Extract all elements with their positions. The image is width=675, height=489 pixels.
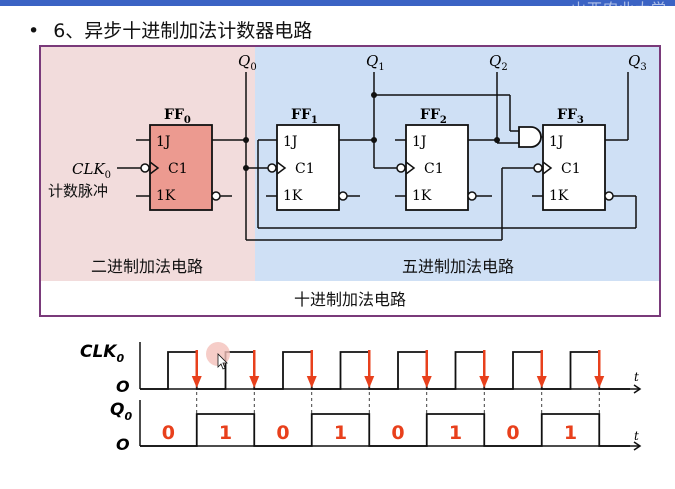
- q0-state-label: 1: [564, 422, 577, 444]
- clk-t-label: t: [634, 370, 639, 384]
- timing-diagram: CLK0 O Q0 O t t 0 1 0 1 0 1 0 1: [80, 342, 642, 454]
- ff0-block: FF0 1J C1 1K: [149, 107, 213, 211]
- quinary-region-label: 五进制加法电路: [402, 257, 514, 276]
- ff0-title: FF0: [164, 107, 191, 126]
- q2-output-label: Q2: [489, 52, 508, 73]
- qbar-bubbles: [211, 191, 614, 201]
- q3-output-label: Q3: [628, 52, 647, 73]
- timing-waves: 0 1 0 1 0 1 0 1: [140, 350, 630, 447]
- ff0-c-label: C1: [168, 161, 188, 177]
- clk-wave-label: CLK0: [80, 342, 124, 365]
- q0-waveform: [140, 413, 630, 447]
- falling-edge-arrowhead: [249, 376, 260, 388]
- q0-t-label: t: [634, 429, 639, 443]
- ff1-box: [276, 124, 340, 211]
- ff3-box: [542, 124, 606, 211]
- falling-edge-arrowhead: [191, 376, 202, 388]
- q0-zero-label: O: [116, 435, 130, 454]
- clk-input-label: CLK0: [72, 160, 111, 181]
- falling-edge-arrowhead: [536, 376, 547, 388]
- binary-region-label: 二进制加法电路: [91, 257, 203, 276]
- q0-state-label: 0: [162, 422, 175, 444]
- falling-edge-arrowhead: [364, 376, 375, 388]
- q0-output-label: Q0: [238, 52, 257, 73]
- ff3-block: FF3 1J C1 1K: [542, 107, 606, 211]
- ff3-k-label: 1K: [549, 188, 569, 204]
- junction-dots: [243, 92, 500, 171]
- ff3-c-label: C1: [561, 161, 581, 177]
- clk-waveform: [140, 351, 630, 390]
- q0-state-label: 0: [391, 422, 404, 444]
- ff2-k-label: 1K: [412, 188, 432, 204]
- binary-region: [40, 46, 255, 281]
- watermark-text: 山西农业大学: [570, 0, 667, 18]
- bullet-mark: •: [28, 20, 40, 42]
- ff0-box: [149, 124, 213, 211]
- ff1-j-label: 1J: [283, 134, 298, 150]
- ff1-title: FF1: [291, 107, 318, 126]
- ff2-c-label: C1: [424, 161, 444, 177]
- slide-top-bar: [0, 0, 675, 6]
- decimal-region: [40, 281, 660, 316]
- outer-frame: [39, 45, 661, 317]
- falling-edge-arrowhead: [421, 376, 432, 388]
- q0-state-label: 1: [334, 422, 347, 444]
- ff0-k-label: 1K: [156, 188, 176, 204]
- ff3-title: FF3: [557, 107, 584, 126]
- ff1-block: FF1 1J C1 1K: [276, 107, 340, 211]
- decimal-region-label: 十进制加法电路: [294, 290, 406, 309]
- ff1-c-label: C1: [295, 161, 315, 177]
- ff2-box: [405, 124, 469, 211]
- ff1-k-label: 1K: [283, 188, 303, 204]
- q0-state-label: 1: [219, 422, 232, 444]
- q1-output-label: Q1: [366, 52, 385, 73]
- falling-edge-arrowhead: [479, 376, 490, 388]
- slide-title: 6、异步十进制加法计数器电路: [53, 20, 313, 42]
- falling-edge-arrowhead: [594, 376, 605, 388]
- q0-state-label: 0: [276, 422, 289, 444]
- clk-zero-label: O: [116, 377, 130, 396]
- pointer-cursor: [206, 342, 230, 370]
- count-pulse-label: 计数脉冲: [48, 182, 108, 200]
- and-gate: [518, 126, 542, 148]
- wiring: [117, 72, 637, 241]
- ff2-j-label: 1J: [412, 134, 427, 150]
- q0-wave-label: Q0: [110, 400, 132, 423]
- slide-heading: • 6、异步十进制加法计数器电路: [28, 16, 312, 43]
- ff2-title: FF2: [420, 107, 447, 126]
- q0-state-label: 0: [506, 422, 519, 444]
- ff2-block: FF2 1J C1 1K: [405, 107, 469, 211]
- falling-edge-arrowhead: [306, 376, 317, 388]
- q0-state-label: 1: [449, 422, 462, 444]
- ff3-j-label: 1J: [549, 134, 564, 150]
- ff0-j-label: 1J: [156, 134, 171, 150]
